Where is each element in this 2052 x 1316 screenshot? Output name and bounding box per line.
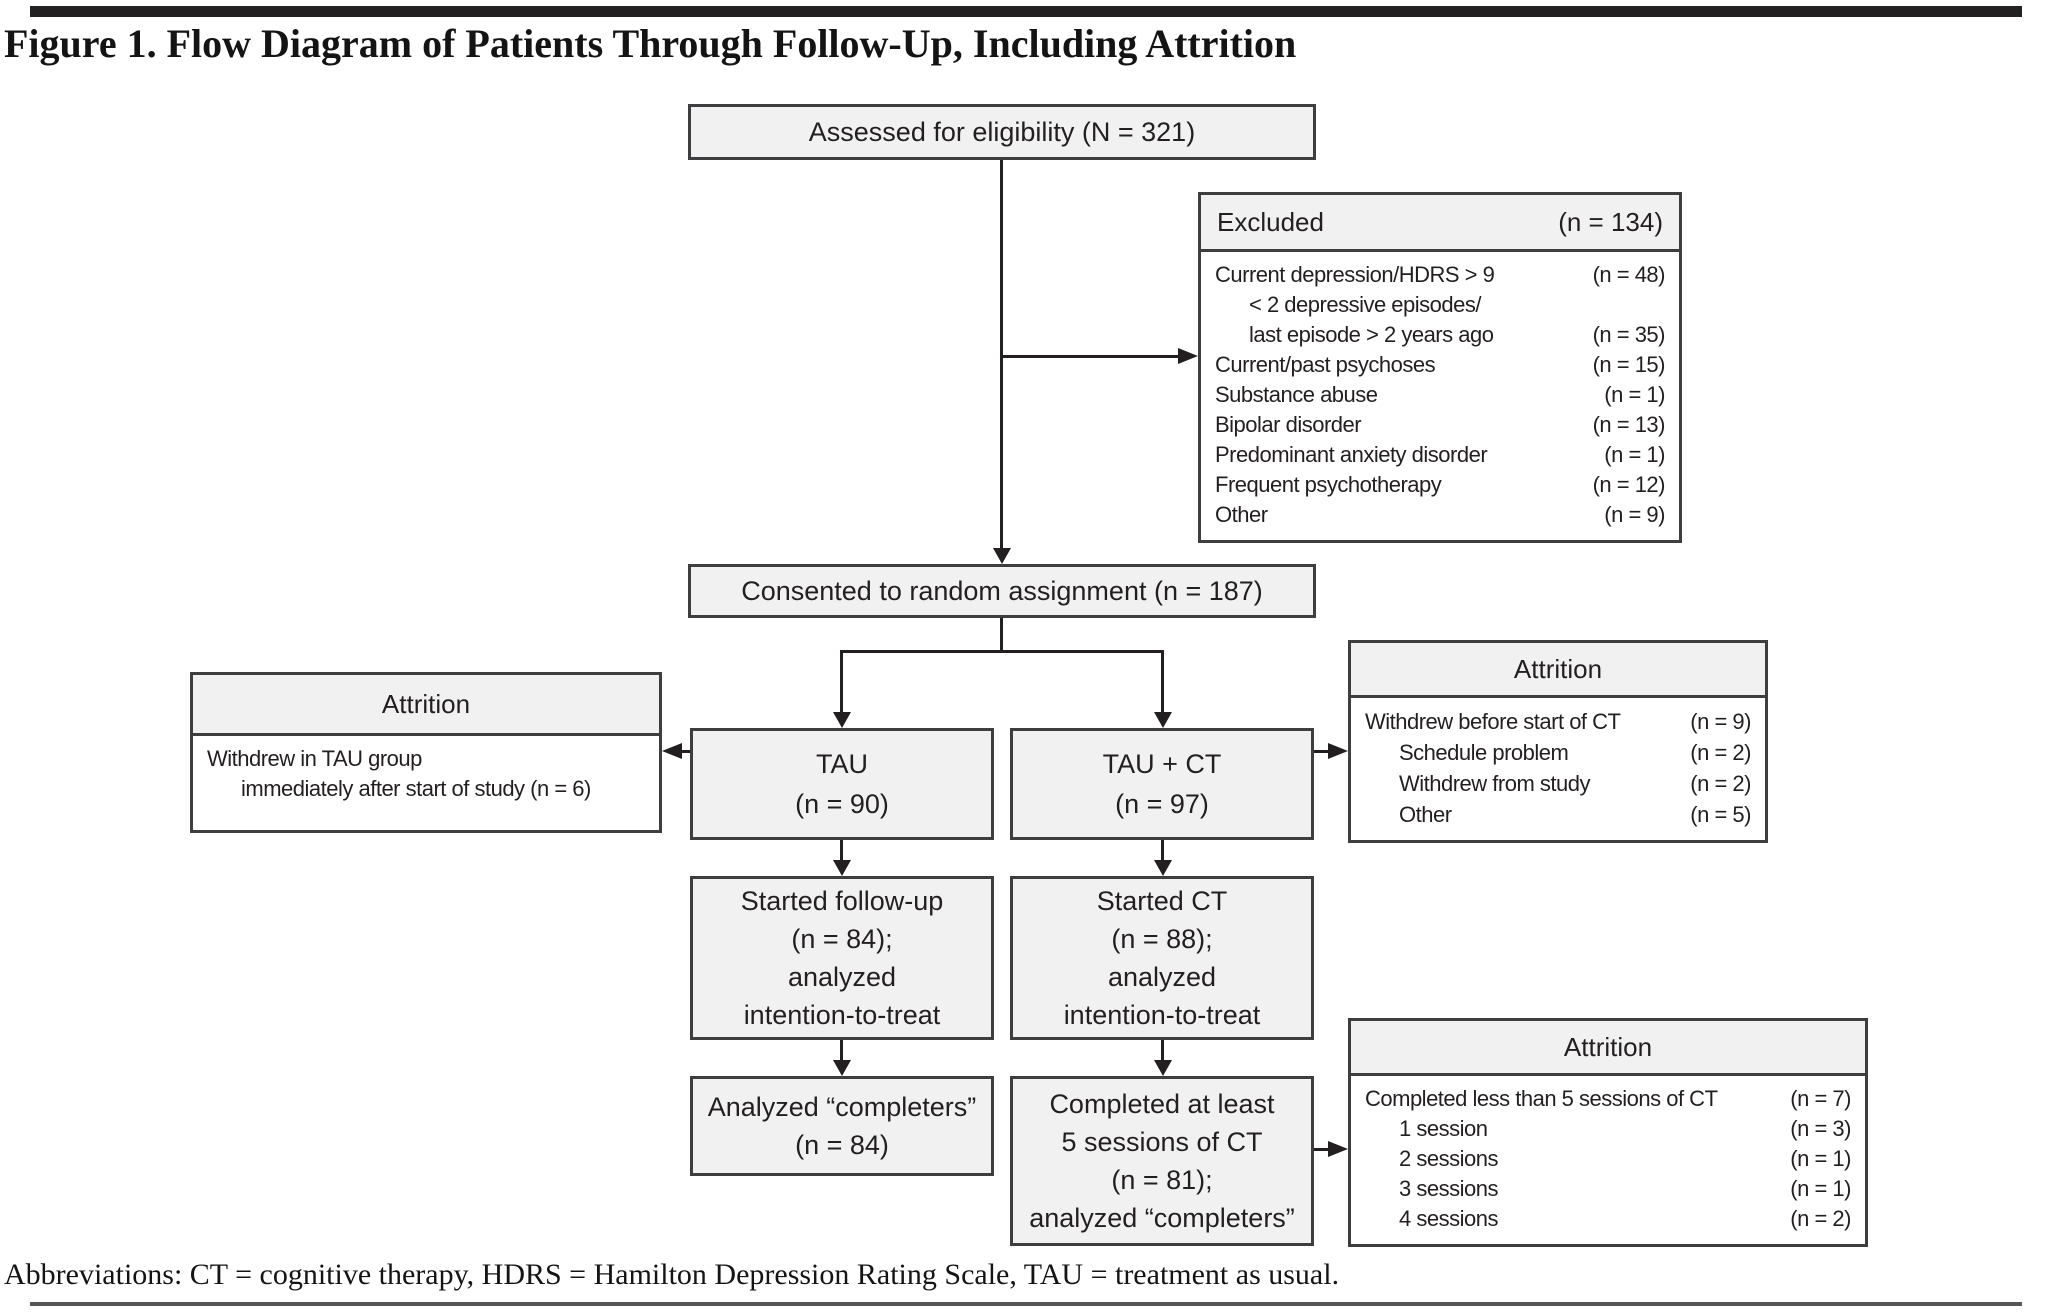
excluded-row: Current depression/HDRS > 9(n = 48)	[1215, 262, 1666, 287]
excluded-box-body: Current depression/HDRS > 9(n = 48) < 2 …	[1201, 252, 1679, 540]
started-followup-line: analyzed	[787, 962, 897, 992]
analyzed-completers-line: (n = 84)	[795, 1130, 889, 1160]
attrition-ct-row: Withdrew before start of CT(n = 9)	[1365, 709, 1751, 734]
attrition-tau-body: Withdrew in TAU group immediately after …	[193, 736, 659, 830]
arrow-tau-to-attrition-head	[662, 743, 682, 759]
completed-sessions-line: 5 sessions of CT	[1061, 1127, 1263, 1157]
attrition-ct-row: Other(n = 5)	[1399, 802, 1751, 827]
arrow-tau-ct-to-attrition-line	[1314, 750, 1330, 753]
arrow-to-tau-line	[840, 650, 843, 714]
assessed-box: Assessed for eligibility (N = 321)	[688, 104, 1316, 160]
attrition-sessions-box: Attrition Completed less than 5 sessions…	[1348, 1018, 1868, 1247]
started-followup-box: Started follow-up (n = 84); analyzed int…	[690, 876, 994, 1040]
abbreviations-note: Abbreviations: CT = cognitive therapy, H…	[4, 1258, 1340, 1291]
attrition-tau-header-label: Attrition	[381, 688, 471, 719]
excluded-box-header: Excluded (n = 134)	[1201, 195, 1679, 252]
started-ct-box: Started CT (n = 88); analyzed intention-…	[1010, 876, 1314, 1040]
excluded-row: Substance abuse(n = 1)	[1215, 382, 1665, 407]
excluded-row: < 2 depressive episodes/	[1249, 292, 1482, 317]
started-ct-line: (n = 88);	[1111, 924, 1213, 954]
arrow-tau-to-attrition-line	[680, 750, 690, 753]
completed-sessions-line: analyzed “completers”	[1029, 1203, 1295, 1233]
split-stub-line	[1000, 618, 1003, 652]
completed-sessions-box: Completed at least 5 sessions of CT (n =…	[1010, 1076, 1314, 1246]
completed-sessions-line: (n = 81);	[1111, 1165, 1213, 1195]
split-horizontal-line	[840, 650, 1164, 653]
attrition-tau-row: immediately after start of study (n = 6)	[241, 776, 591, 801]
excluded-header-value: (n = 134)	[1558, 206, 1663, 237]
attrition-sessions-row: 3 sessions(n = 1)	[1399, 1176, 1851, 1201]
started-followup-line: intention-to-treat	[743, 1000, 941, 1030]
attrition-ct-header: Attrition	[1351, 643, 1765, 698]
arrow-to-tau-ct-line	[1161, 650, 1164, 714]
attrition-sessions-header: Attrition	[1351, 1021, 1865, 1076]
attrition-tau-box: Attrition Withdrew in TAU group immediat…	[190, 672, 662, 833]
arrow-started-ct-to-completed-head	[1154, 1060, 1172, 1076]
attrition-ct-row: Withdrew from study(n = 2)	[1399, 771, 1751, 796]
started-ct-line: Started CT	[1096, 886, 1228, 916]
excluded-row: last episode > 2 years ago(n = 35)	[1249, 322, 1666, 347]
arrow-to-excluded-line	[1000, 355, 1178, 358]
attrition-sessions-row: 1 session(n = 3)	[1399, 1116, 1851, 1141]
excluded-row: Predominant anxiety disorder(n = 1)	[1215, 442, 1665, 467]
started-ct-line: analyzed	[1107, 962, 1217, 992]
attrition-sessions-row: 2 sessions(n = 1)	[1399, 1146, 1851, 1171]
arrow-to-excluded-head	[1178, 348, 1198, 364]
started-ct-line: intention-to-treat	[1063, 1000, 1261, 1030]
attrition-sessions-row: Completed less than 5 sessions of CT(n =…	[1365, 1086, 1851, 1111]
tau-box: TAU (n = 90)	[690, 728, 994, 840]
tau-ct-box-line: (n = 97)	[1115, 789, 1209, 819]
excluded-row: Frequent psychotherapy(n = 12)	[1215, 472, 1666, 497]
completed-sessions-line: Completed at least	[1049, 1089, 1275, 1119]
arrow-completed-to-attrition-head	[1328, 1141, 1348, 1157]
attrition-sessions-row: 4 sessions(n = 2)	[1399, 1206, 1851, 1231]
arrow-started-to-completers-head	[833, 1060, 851, 1076]
top-rule	[30, 6, 2022, 17]
arrow-tau-ct-to-started-head	[1154, 860, 1172, 876]
tau-ct-box-line: TAU + CT	[1102, 749, 1222, 779]
arrow-assessed-to-consented-head	[993, 548, 1011, 564]
arrow-tau-ct-to-attrition-head	[1328, 743, 1348, 759]
arrow-completed-to-attrition-line	[1314, 1148, 1330, 1151]
excluded-header-label: Excluded	[1217, 206, 1324, 237]
analyzed-completers-line: Analyzed “completers”	[707, 1092, 977, 1122]
attrition-ct-box: Attrition Withdrew before start of CT(n …	[1348, 640, 1768, 843]
bottom-rule	[30, 1302, 2022, 1306]
tau-ct-box: TAU + CT (n = 97)	[1010, 728, 1314, 840]
attrition-sessions-body: Completed less than 5 sessions of CT(n =…	[1351, 1076, 1865, 1244]
attrition-ct-row: Schedule problem(n = 2)	[1399, 740, 1751, 765]
attrition-ct-header-label: Attrition	[1513, 653, 1603, 684]
assessed-box-text: Assessed for eligibility (N = 321)	[808, 117, 1196, 147]
tau-box-line: TAU	[816, 749, 868, 779]
attrition-sessions-header-label: Attrition	[1563, 1031, 1653, 1062]
figure-title: Figure 1. Flow Diagram of Patients Throu…	[4, 21, 1297, 66]
arrow-to-tau-ct-head	[1154, 712, 1172, 728]
excluded-row: Bipolar disorder(n = 13)	[1215, 412, 1666, 437]
arrow-started-ct-to-completed-line	[1161, 1040, 1164, 1062]
excluded-box: Excluded (n = 134) Current depression/HD…	[1198, 192, 1682, 543]
consented-box: Consented to random assignment (n = 187)	[688, 564, 1316, 618]
attrition-ct-body: Withdrew before start of CT(n = 9) Sched…	[1351, 698, 1765, 840]
analyzed-completers-box: Analyzed “completers” (n = 84)	[690, 1076, 994, 1176]
tau-box-line: (n = 90)	[795, 789, 889, 819]
started-followup-line: Started follow-up	[740, 886, 944, 916]
attrition-tau-header: Attrition	[193, 675, 659, 736]
arrow-to-tau-head	[833, 712, 851, 728]
arrow-tau-ct-to-started-line	[1161, 840, 1164, 862]
attrition-tau-row: Withdrew in TAU group	[207, 746, 422, 771]
excluded-row: Other(n = 9)	[1215, 502, 1665, 527]
arrow-tau-to-started-line	[840, 840, 843, 862]
consented-box-text: Consented to random assignment (n = 187)	[741, 576, 1263, 606]
arrow-started-to-completers-line	[840, 1040, 843, 1062]
excluded-row: Current/past psychoses(n = 15)	[1215, 352, 1666, 377]
started-followup-line: (n = 84);	[791, 924, 893, 954]
arrow-tau-to-started-head	[833, 860, 851, 876]
